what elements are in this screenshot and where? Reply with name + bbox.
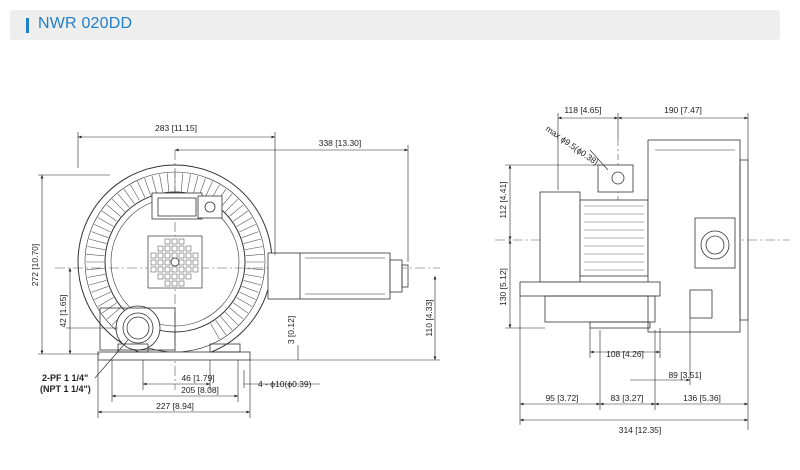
dim-95: 95 [3.72] — [545, 393, 578, 403]
dim-136: 136 [5.36] — [683, 393, 721, 403]
port-label-pf: 2-PF 1 1/4" — [42, 373, 88, 383]
front-dim-labels: 283 [11.15] 338 [13.30] 272 [10.70] 42 [… — [30, 123, 434, 411]
page-title: NWR 020DD — [38, 15, 133, 32]
dim-314: 314 [12.35] — [619, 425, 662, 435]
dim-83: 83 [3.27] — [610, 393, 643, 403]
dim-89: 89 [3.51] — [668, 370, 701, 380]
dim-mount-holes: 4 - ϕ10(ϕ0.39) — [258, 379, 312, 389]
dim-130: 130 [5.12] — [498, 268, 508, 306]
title-bar: NWR 020DD — [10, 10, 780, 40]
dim-112: 112 [4.41] — [498, 181, 508, 218]
dim-190: 190 [7.47] — [664, 105, 702, 115]
dim-46: 46 [1.79] — [181, 373, 214, 383]
intake-grid — [150, 238, 199, 287]
side-view — [495, 139, 790, 333]
dim-227: 227 [8.94] — [156, 401, 194, 411]
port-label-npt: (NPT 1 1/4") — [40, 384, 91, 394]
front-view — [55, 150, 440, 390]
dim-118: 118 [4.65] — [564, 105, 601, 115]
title-accent-bar — [26, 18, 29, 33]
dim-max-cable: max ϕ9.5(ϕ0.38) — [544, 123, 601, 167]
dim-110: 110 [4.33] — [424, 299, 434, 336]
side-dimensions — [505, 113, 749, 430]
dim-42: 42 [1.65] — [58, 294, 68, 327]
dim-205: 205 [8.08] — [181, 385, 219, 395]
dim-338: 338 [13.30] — [319, 138, 362, 148]
dim-108: 108 [4.26] — [606, 349, 644, 359]
dim-3: 3 [0.12] — [286, 316, 296, 344]
dim-272: 272 [10.70] — [30, 244, 40, 287]
dim-283: 283 [11.15] — [155, 123, 197, 133]
front-dimensions — [38, 132, 440, 418]
